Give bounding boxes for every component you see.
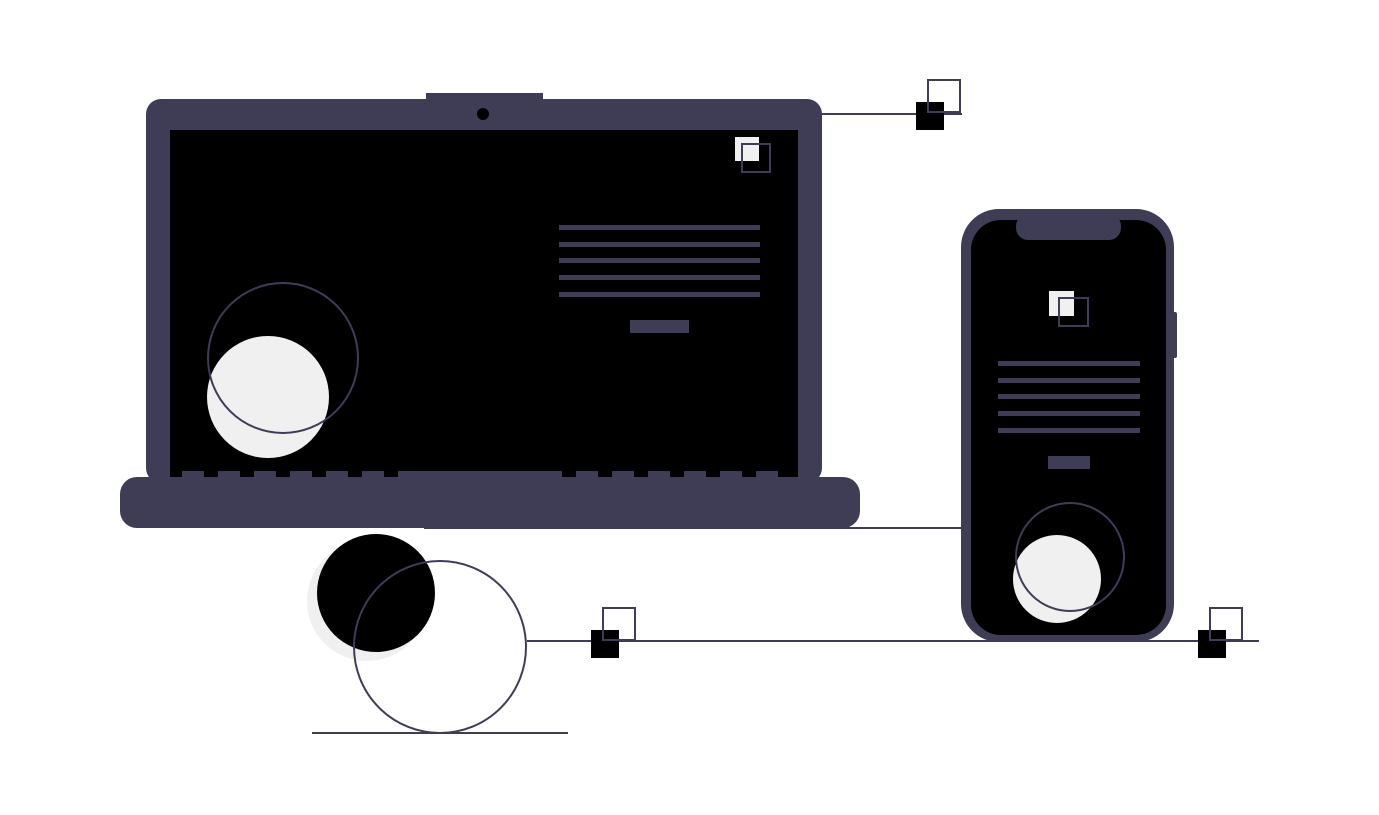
key: [684, 471, 706, 481]
filled-square: [591, 630, 619, 658]
phone-logo-icon: [1049, 291, 1089, 327]
key: [756, 471, 778, 481]
logo-outline-square: [741, 143, 771, 173]
smartphone: [961, 209, 1177, 642]
filled-square: [1198, 630, 1226, 658]
key: [648, 471, 670, 481]
filled-square: [916, 102, 944, 130]
key: [254, 471, 276, 481]
key: [362, 471, 384, 481]
laptop-screen-button: [630, 320, 689, 333]
text-line: [998, 378, 1140, 383]
logo-filled-square: [735, 137, 759, 161]
laptop-text-lines: [559, 225, 760, 297]
laptop-outline-circle: [207, 282, 359, 434]
text-line: [559, 258, 760, 263]
text-line: [559, 275, 760, 280]
key: [290, 471, 312, 481]
text-line: [559, 225, 760, 230]
keyboard-keys: [182, 471, 778, 481]
phone-screen-button: [1048, 456, 1090, 469]
outline-circle: [353, 560, 527, 734]
text-line: [559, 292, 760, 297]
outline-square: [602, 607, 636, 641]
key: [182, 471, 204, 481]
text-line: [998, 394, 1140, 399]
text-line: [559, 242, 760, 247]
square-pair-bottom-right: [1198, 607, 1243, 658]
laptop-base: [120, 477, 860, 528]
phone-text-lines: [998, 361, 1140, 433]
square-pair-bottom-left: [591, 607, 636, 658]
logo-outline-square: [1058, 297, 1089, 327]
phone-light-circle: [1013, 535, 1101, 623]
circles-decoration-bottom: [307, 534, 527, 734]
text-line: [998, 428, 1140, 433]
key: [612, 471, 634, 481]
laptop: [120, 93, 860, 528]
text-line: [998, 361, 1140, 366]
filled-circle: [317, 534, 435, 652]
camera-icon: [477, 108, 489, 120]
outline-square: [1209, 607, 1243, 641]
key: [398, 471, 562, 481]
phone-notch: [1016, 214, 1121, 240]
key: [576, 471, 598, 481]
square-pair-top: [916, 79, 961, 130]
laptop-logo-icon: [735, 137, 771, 173]
key: [218, 471, 240, 481]
laptop-light-circle: [207, 336, 329, 458]
outline-square: [927, 79, 961, 113]
laptop-camera-notch: [426, 93, 543, 103]
key: [326, 471, 348, 481]
phone-outline-circle: [1015, 502, 1125, 612]
text-line: [998, 411, 1140, 416]
key: [720, 471, 742, 481]
logo-filled-square: [1049, 291, 1074, 316]
